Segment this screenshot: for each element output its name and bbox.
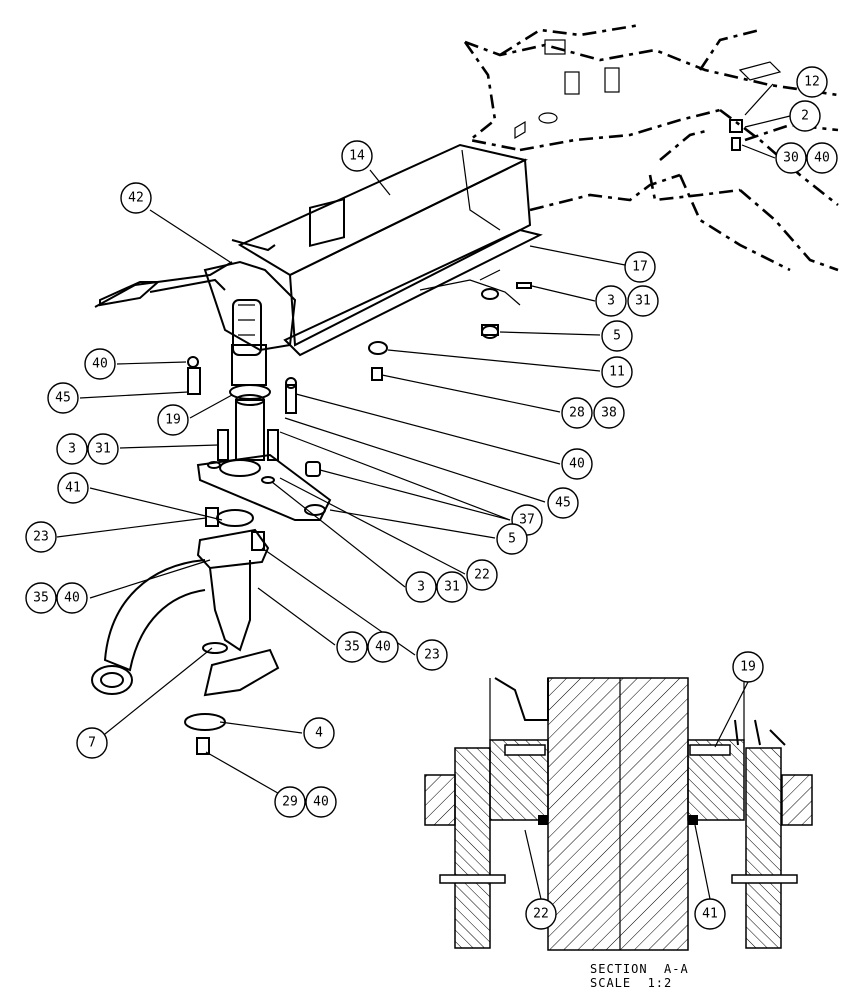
- callout-31: 31: [87, 433, 119, 465]
- svg-text:40: 40: [814, 151, 830, 166]
- svg-text:3: 3: [607, 294, 615, 309]
- svg-text:22: 22: [533, 907, 549, 922]
- svg-text:35: 35: [344, 640, 360, 655]
- callout-5: 5: [496, 523, 528, 555]
- callout-42: 42: [120, 182, 152, 214]
- svg-text:40: 40: [375, 640, 391, 655]
- svg-text:17: 17: [632, 260, 648, 275]
- callout-5: 5: [601, 320, 633, 352]
- callout-40: 40: [561, 448, 593, 480]
- svg-text:41: 41: [65, 481, 81, 496]
- callout-40: 40: [84, 348, 116, 380]
- callout-40: 40: [806, 142, 838, 174]
- callout-17: 17: [624, 251, 656, 283]
- svg-text:3: 3: [68, 442, 76, 457]
- leader-lines: [56, 83, 791, 801]
- callout-40: 40: [367, 631, 399, 663]
- handle-assembly: [94, 239, 297, 356]
- callout-4: 4: [303, 717, 335, 749]
- svg-text:19: 19: [165, 413, 181, 428]
- callout-45: 45: [47, 382, 79, 414]
- callout-22: 22: [525, 898, 557, 930]
- svg-text:5: 5: [508, 532, 516, 547]
- svg-text:5: 5: [613, 329, 621, 344]
- callout-40: 40: [305, 786, 337, 818]
- callout-30: 30: [775, 142, 807, 174]
- svg-text:40: 40: [92, 357, 108, 372]
- callout-3: 3: [405, 571, 437, 603]
- kingpin-stack: [187, 344, 297, 461]
- callout-19: 19: [157, 404, 189, 436]
- svg-text:31: 31: [444, 580, 460, 595]
- svg-text:37: 37: [519, 513, 535, 528]
- callout-3: 3: [56, 433, 88, 465]
- section-a-a-view: [424, 677, 813, 951]
- callout-11: 11: [601, 356, 633, 388]
- section-leaders: [524, 681, 749, 900]
- callout-7: 7: [76, 727, 108, 759]
- svg-text:45: 45: [55, 391, 71, 406]
- section-scale: SCALE 1:2: [590, 976, 673, 990]
- callout-23: 23: [25, 521, 57, 553]
- svg-text:23: 23: [424, 648, 440, 663]
- section-caption: SECTION A-A SCALE 1:2: [590, 962, 689, 990]
- phantom-frame: [463, 23, 839, 272]
- callout-bubbles: 12 2 30 40 14 42 17 3 31 5 40 11 45 19 2…: [25, 66, 838, 930]
- svg-text:14: 14: [349, 149, 365, 164]
- callout-14: 14: [341, 140, 373, 172]
- svg-text:40: 40: [64, 591, 80, 606]
- svg-text:29: 29: [282, 795, 298, 810]
- callout-22: 22: [466, 559, 498, 591]
- callout-28: 28: [561, 397, 593, 429]
- callout-35: 35: [336, 631, 368, 663]
- callout-12: 12: [796, 66, 828, 98]
- callout-41: 41: [57, 472, 89, 504]
- svg-text:3: 3: [417, 580, 425, 595]
- svg-text:19: 19: [740, 660, 756, 675]
- svg-text:31: 31: [95, 442, 111, 457]
- svg-text:7: 7: [88, 736, 96, 751]
- callout-31: 31: [436, 571, 468, 603]
- svg-text:31: 31: [635, 294, 651, 309]
- callout-35: 35: [25, 582, 57, 614]
- svg-text:12: 12: [804, 75, 820, 90]
- section-title: SECTION A-A: [590, 962, 689, 976]
- callout-3: 3: [595, 285, 627, 317]
- svg-text:2: 2: [801, 109, 809, 124]
- callout-19: 19: [732, 651, 764, 683]
- svg-text:40: 40: [313, 795, 329, 810]
- svg-text:22: 22: [474, 568, 490, 583]
- callout-38: 38: [593, 397, 625, 429]
- main-beam: [237, 143, 543, 357]
- svg-text:11: 11: [609, 365, 625, 380]
- callout-40: 40: [56, 582, 88, 614]
- svg-text:23: 23: [33, 530, 49, 545]
- callout-31: 31: [627, 285, 659, 317]
- callout-23: 23: [416, 639, 448, 671]
- svg-text:45: 45: [555, 496, 571, 511]
- small-hardware: [368, 119, 743, 381]
- svg-text:41: 41: [702, 907, 718, 922]
- callout-29: 29: [274, 786, 306, 818]
- spindle-knuckle: [91, 507, 280, 755]
- callout-41: 41: [694, 898, 726, 930]
- callout-2: 2: [789, 100, 821, 132]
- callout-45: 45: [547, 487, 579, 519]
- svg-text:42: 42: [128, 191, 144, 206]
- svg-text:28: 28: [569, 406, 585, 421]
- svg-text:38: 38: [601, 406, 617, 421]
- svg-text:40: 40: [569, 457, 585, 472]
- svg-text:30: 30: [783, 151, 799, 166]
- svg-text:35: 35: [33, 591, 49, 606]
- svg-text:4: 4: [315, 726, 323, 741]
